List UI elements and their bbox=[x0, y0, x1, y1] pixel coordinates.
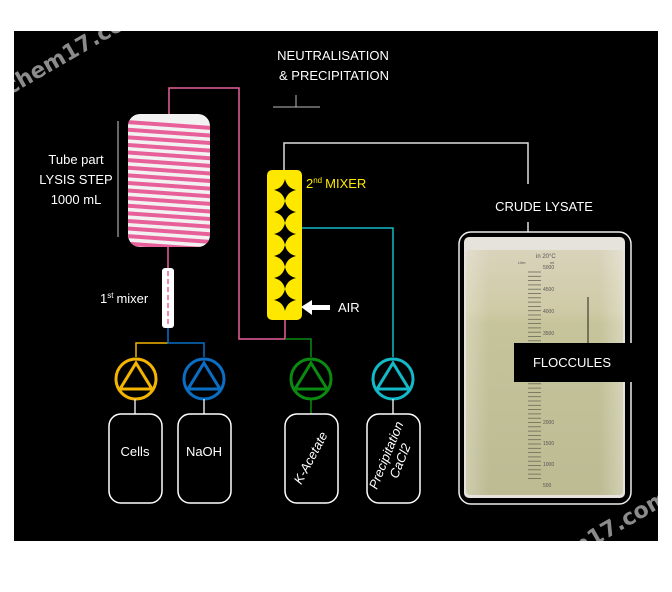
air-label: AIR bbox=[338, 300, 360, 315]
mixer-star-icon bbox=[274, 289, 296, 311]
beaker-scale-label: 5000 bbox=[543, 265, 554, 271]
title-line2: & PRECIPITATION bbox=[279, 68, 389, 83]
floccules-box bbox=[514, 343, 636, 382]
title-line1: NEUTRALISATION bbox=[277, 48, 389, 63]
crude-lysate-label: CRUDE LYSATE bbox=[495, 199, 593, 214]
orange-line bbox=[135, 342, 168, 357]
bottle-naoh: NaOH bbox=[177, 413, 232, 504]
tube-stripe bbox=[128, 158, 210, 168]
air-arrow-icon bbox=[301, 300, 330, 315]
green-line bbox=[285, 338, 312, 357]
floccules-label: FLOCCULES bbox=[533, 355, 611, 370]
tube-stripe bbox=[128, 150, 210, 161]
mixer-star-icon bbox=[274, 179, 296, 201]
white-line-to-crude-lysate bbox=[283, 142, 529, 184]
mixer-star-icon bbox=[274, 223, 296, 245]
beaker-scale-unit-right: ml bbox=[550, 260, 554, 265]
beaker-scale-label: 500 bbox=[543, 483, 552, 489]
bottle-precipitation: Precipitation CaCl2 bbox=[366, 413, 421, 504]
tube-label-line1: Tube part bbox=[48, 152, 104, 167]
tube-label-line2: LYSIS STEP bbox=[39, 172, 112, 187]
tube-stripe bbox=[128, 135, 210, 146]
beaker-scale-label: 1500 bbox=[543, 441, 554, 447]
bottle-kacetate: K-Acetate bbox=[284, 413, 339, 504]
tube-label-line3: 1000 mL bbox=[51, 192, 102, 207]
tube-stripe bbox=[128, 173, 210, 184]
blue-line bbox=[167, 328, 205, 357]
tube-stripe bbox=[128, 218, 210, 229]
cyan-line bbox=[302, 227, 394, 357]
lysis-tube-reactor bbox=[128, 114, 210, 247]
bottle-cells-label: Cells bbox=[121, 444, 150, 459]
tube-stripe bbox=[128, 211, 210, 222]
beaker-scale-label: 4000 bbox=[543, 309, 554, 315]
tube-stripe bbox=[128, 180, 210, 191]
tube-stripe bbox=[128, 226, 210, 237]
bottle-cells: Cells bbox=[108, 413, 163, 504]
tube-stripe bbox=[128, 127, 210, 138]
beaker-scale-label: 1000 bbox=[543, 462, 554, 468]
second-mixer bbox=[267, 170, 302, 320]
pump-cells bbox=[114, 357, 158, 401]
tube-stripe bbox=[128, 241, 210, 247]
beaker-scale-label: 2000 bbox=[543, 420, 554, 426]
title-bracket bbox=[273, 95, 320, 108]
tube-stripe bbox=[128, 234, 210, 244]
mixer-star-icon bbox=[274, 245, 296, 267]
tube-stripe bbox=[128, 120, 210, 130]
tube-stripe bbox=[128, 203, 210, 214]
beaker-scale-header: in 20°C bbox=[536, 254, 556, 260]
pink-line-lysate bbox=[168, 87, 286, 340]
beaker-scale-label: 3500 bbox=[543, 331, 554, 337]
beaker-scale-label: 4500 bbox=[543, 287, 554, 293]
first-mixer bbox=[162, 268, 174, 328]
tube-stripe bbox=[128, 165, 210, 176]
mixer-star-icon bbox=[274, 201, 296, 223]
tube-stripe bbox=[128, 142, 210, 153]
tube-stripe bbox=[128, 196, 210, 206]
tube-stripe bbox=[128, 188, 210, 199]
mixer-star-icon bbox=[274, 267, 296, 289]
beaker-scale-unit-left: Liter bbox=[518, 260, 526, 265]
bottle-naoh-label: NaOH bbox=[186, 444, 222, 459]
